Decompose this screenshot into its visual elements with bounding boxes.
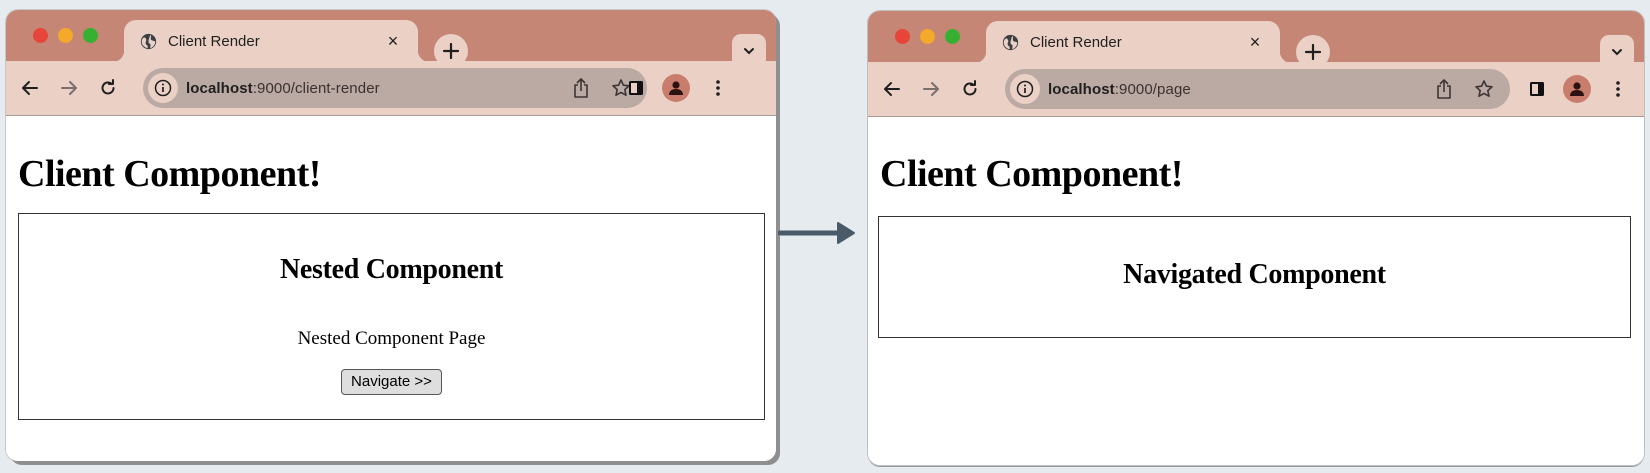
forward-button[interactable] [919, 77, 943, 101]
site-info-button[interactable] [1010, 74, 1040, 104]
tab-client-render[interactable]: Client Render × [112, 20, 430, 62]
close-window-button[interactable] [895, 29, 910, 44]
back-button[interactable] [18, 76, 42, 100]
url-path: :9000/page [1114, 80, 1191, 98]
reload-icon [101, 79, 115, 95]
browser-menu-button[interactable] [706, 76, 730, 100]
page-heading: Client Component! [18, 153, 321, 195]
minimize-window-button[interactable] [58, 28, 73, 43]
forward-arrow-icon [923, 82, 939, 96]
reload-button[interactable] [958, 77, 982, 101]
browser-menu-button[interactable] [1606, 77, 1630, 101]
share-icon [1437, 79, 1451, 99]
share-icon [574, 78, 588, 98]
reload-icon [963, 80, 977, 96]
info-icon [1016, 80, 1034, 98]
chevron-down-icon [1612, 49, 1622, 56]
tab-title: Client Render [168, 32, 260, 50]
side-panel-button[interactable] [1525, 77, 1549, 101]
nested-component-text: Nested Component Page [297, 328, 486, 349]
maximize-window-button[interactable] [945, 29, 960, 44]
url-text[interactable]: localhost:9000/page [1048, 81, 1432, 98]
avatar-icon [669, 81, 683, 95]
avatar-icon [1570, 82, 1584, 96]
chevron-down-icon [744, 48, 754, 55]
side-panel-icon [1530, 82, 1544, 96]
globe-icon [1002, 34, 1019, 50]
browser-toolbar: localhost:9000/page [868, 62, 1644, 117]
right-arrow-icon [778, 222, 855, 244]
back-arrow-icon [884, 82, 900, 96]
profile-button[interactable] [662, 74, 690, 102]
forward-arrow-icon [61, 81, 77, 95]
bookmark-button[interactable] [609, 76, 633, 100]
site-info-button[interactable] [148, 73, 178, 103]
browser-window-after: Client Render × localhost:9000/page [868, 11, 1644, 465]
info-icon [154, 79, 172, 97]
minimize-window-button[interactable] [920, 29, 935, 44]
url-host: localhost [186, 79, 253, 97]
window-controls [895, 29, 960, 44]
nested-component-box: Nested Component Nested Component Page N… [18, 213, 765, 420]
address-bar[interactable]: localhost:9000/page [1005, 69, 1510, 109]
window-controls [33, 28, 98, 43]
profile-button[interactable] [1563, 75, 1591, 103]
bookmark-button[interactable] [1472, 77, 1496, 101]
share-button[interactable] [569, 76, 593, 100]
navigate-button[interactable]: Navigate >> [341, 369, 442, 395]
kebab-menu-icon [1616, 81, 1620, 97]
page-viewport: Client Component! Nested Component Neste… [6, 117, 776, 461]
star-icon [1475, 80, 1493, 97]
browser-toolbar: localhost:9000/client-render [6, 61, 776, 116]
url-host: localhost [1048, 80, 1115, 98]
address-bar[interactable]: localhost:9000/client-render [143, 68, 647, 108]
side-panel-button[interactable] [624, 76, 648, 100]
kebab-menu-icon [716, 80, 720, 96]
maximize-window-button[interactable] [83, 28, 98, 43]
tab-strip: Client Render × [868, 11, 1644, 69]
page-heading: Client Component! [880, 153, 1183, 195]
forward-button[interactable] [57, 76, 81, 100]
close-tab-icon[interactable]: × [387, 31, 399, 51]
tab-title: Client Render [1030, 33, 1122, 51]
navigated-component-box: Navigated Component [878, 216, 1631, 338]
reload-button[interactable] [96, 76, 120, 100]
nested-component-title: Nested Component [279, 254, 504, 285]
plus-icon [442, 42, 460, 60]
navigated-component-title: Navigated Component [1123, 259, 1386, 290]
tab-strip: Client Render × [6, 10, 776, 68]
close-window-button[interactable] [33, 28, 48, 43]
plus-icon [1304, 43, 1322, 61]
back-button[interactable] [880, 77, 904, 101]
back-arrow-icon [22, 81, 38, 95]
url-text[interactable]: localhost:9000/client-render [186, 80, 569, 97]
page-viewport: Client Component! Navigated Component [868, 118, 1644, 465]
tab-client-render[interactable]: Client Render × [974, 21, 1292, 63]
star-icon [612, 79, 630, 96]
browser-window-before: Client Render × localhost:9000/client-re… [6, 10, 776, 461]
url-path: :9000/client-render [252, 79, 380, 97]
globe-icon [140, 33, 157, 49]
side-panel-icon [629, 81, 643, 95]
share-button[interactable] [1432, 77, 1456, 101]
close-tab-icon[interactable]: × [1249, 32, 1261, 52]
